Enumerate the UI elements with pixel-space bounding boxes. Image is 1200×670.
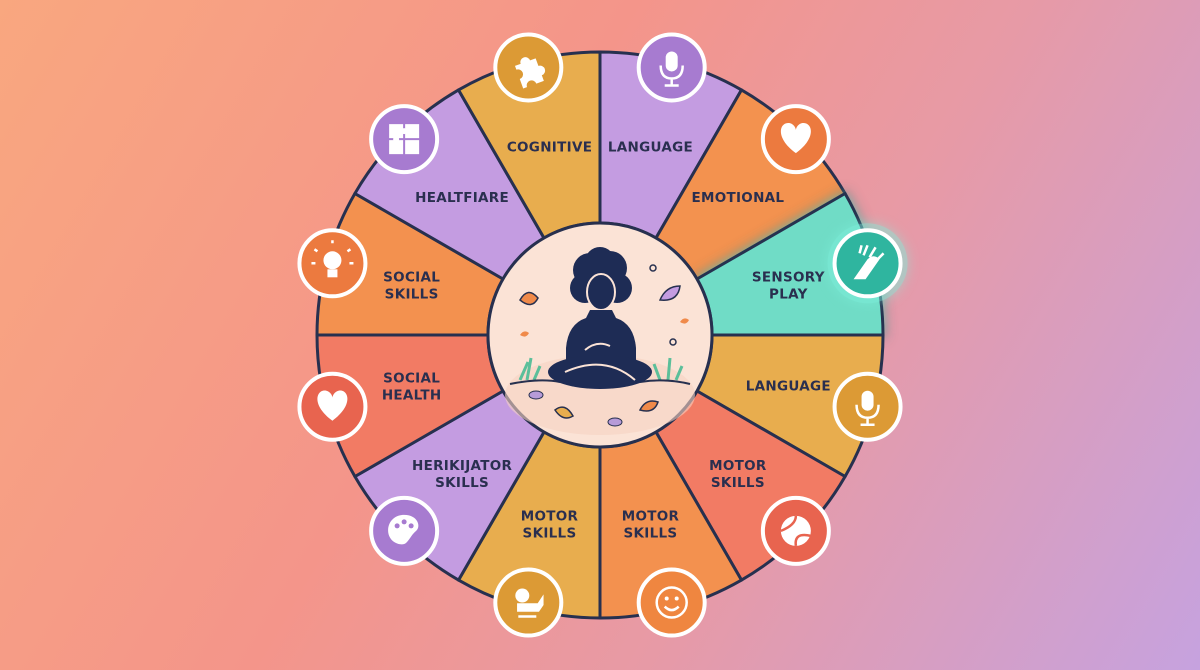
palette-icon bbox=[388, 514, 419, 545]
hand-brush-icon bbox=[853, 244, 885, 280]
leaf-icon bbox=[658, 285, 681, 301]
heart-icon bbox=[317, 390, 348, 421]
badge-hand-brush-icon[interactable] bbox=[827, 223, 908, 304]
grass-icon bbox=[652, 357, 684, 381]
segment-label-line: MOTOR bbox=[709, 458, 767, 474]
smile-icon bbox=[655, 586, 688, 619]
leaf-icon bbox=[519, 291, 539, 306]
badge-baby-icon[interactable] bbox=[493, 567, 564, 638]
segment-label-line: SKILLS bbox=[385, 287, 439, 303]
segment-label-line: SOCIAL bbox=[383, 370, 440, 386]
leaf-icon bbox=[520, 331, 529, 337]
segment-label: HEALTFIARE bbox=[415, 190, 509, 206]
segment-label: LANGUAGE bbox=[746, 378, 831, 394]
microphone-icon bbox=[855, 390, 880, 426]
segment-label-line: COGNITIVE bbox=[507, 140, 592, 156]
pebble-icon bbox=[528, 390, 544, 400]
segment-label-line: LANGUAGE bbox=[746, 378, 831, 394]
segment-label-line: HEALTFIARE bbox=[415, 190, 509, 206]
badge-palette-icon[interactable] bbox=[369, 495, 440, 566]
segment-label-line: SKILLS bbox=[523, 525, 577, 541]
badge-heart-icon[interactable] bbox=[760, 104, 831, 175]
segment-label-line: SKILLS bbox=[624, 525, 678, 541]
segment-label-line: HERIKIJATOR bbox=[412, 458, 513, 474]
segment-label-line: SKILLS bbox=[711, 475, 765, 491]
child-figure bbox=[548, 247, 652, 389]
segment-label-line: SOCIAL bbox=[383, 270, 440, 286]
segment-label-line: LANGUAGE bbox=[608, 140, 693, 156]
leaf-icon bbox=[553, 406, 575, 419]
badge-puzzle-grid-icon[interactable] bbox=[369, 104, 440, 175]
badge-lightbulb-icon[interactable] bbox=[297, 228, 368, 299]
segment-label: COGNITIVE bbox=[507, 140, 592, 156]
center-illustration bbox=[486, 221, 714, 449]
microphone-icon bbox=[659, 51, 684, 87]
segment-label-line: MOTOR bbox=[622, 508, 680, 524]
puzzle-grid-icon bbox=[389, 124, 420, 155]
segment-label-line: SENSORY bbox=[752, 270, 825, 286]
pebble-icon bbox=[607, 417, 623, 427]
badge-heart-icon[interactable] bbox=[297, 371, 368, 442]
badge-microphone-icon[interactable] bbox=[832, 371, 903, 442]
leaf-icon bbox=[638, 400, 659, 412]
segment-label-line: EMOTIONAL bbox=[691, 190, 784, 206]
baby-icon bbox=[515, 588, 544, 618]
segment-label-line: SKILLS bbox=[435, 475, 489, 491]
lightbulb-icon bbox=[311, 240, 354, 278]
puzzle-piece-icon bbox=[514, 57, 546, 89]
badge-puzzle-piece-icon[interactable] bbox=[493, 32, 564, 103]
ball-icon bbox=[780, 515, 812, 547]
badge-microphone-icon[interactable] bbox=[636, 32, 707, 103]
badge-ball-icon[interactable] bbox=[760, 495, 831, 566]
heart-icon bbox=[780, 122, 811, 154]
segment-label-line: PLAY bbox=[769, 287, 808, 303]
badge-smile-icon[interactable] bbox=[636, 567, 707, 638]
segment-label-line: HEALTH bbox=[382, 387, 442, 403]
segment-label: LANGUAGE bbox=[608, 140, 693, 156]
leaf-icon bbox=[680, 318, 689, 324]
segment-label-line: MOTOR bbox=[521, 508, 579, 524]
segment-label: EMOTIONAL bbox=[691, 190, 784, 206]
grass-icon bbox=[518, 357, 542, 381]
